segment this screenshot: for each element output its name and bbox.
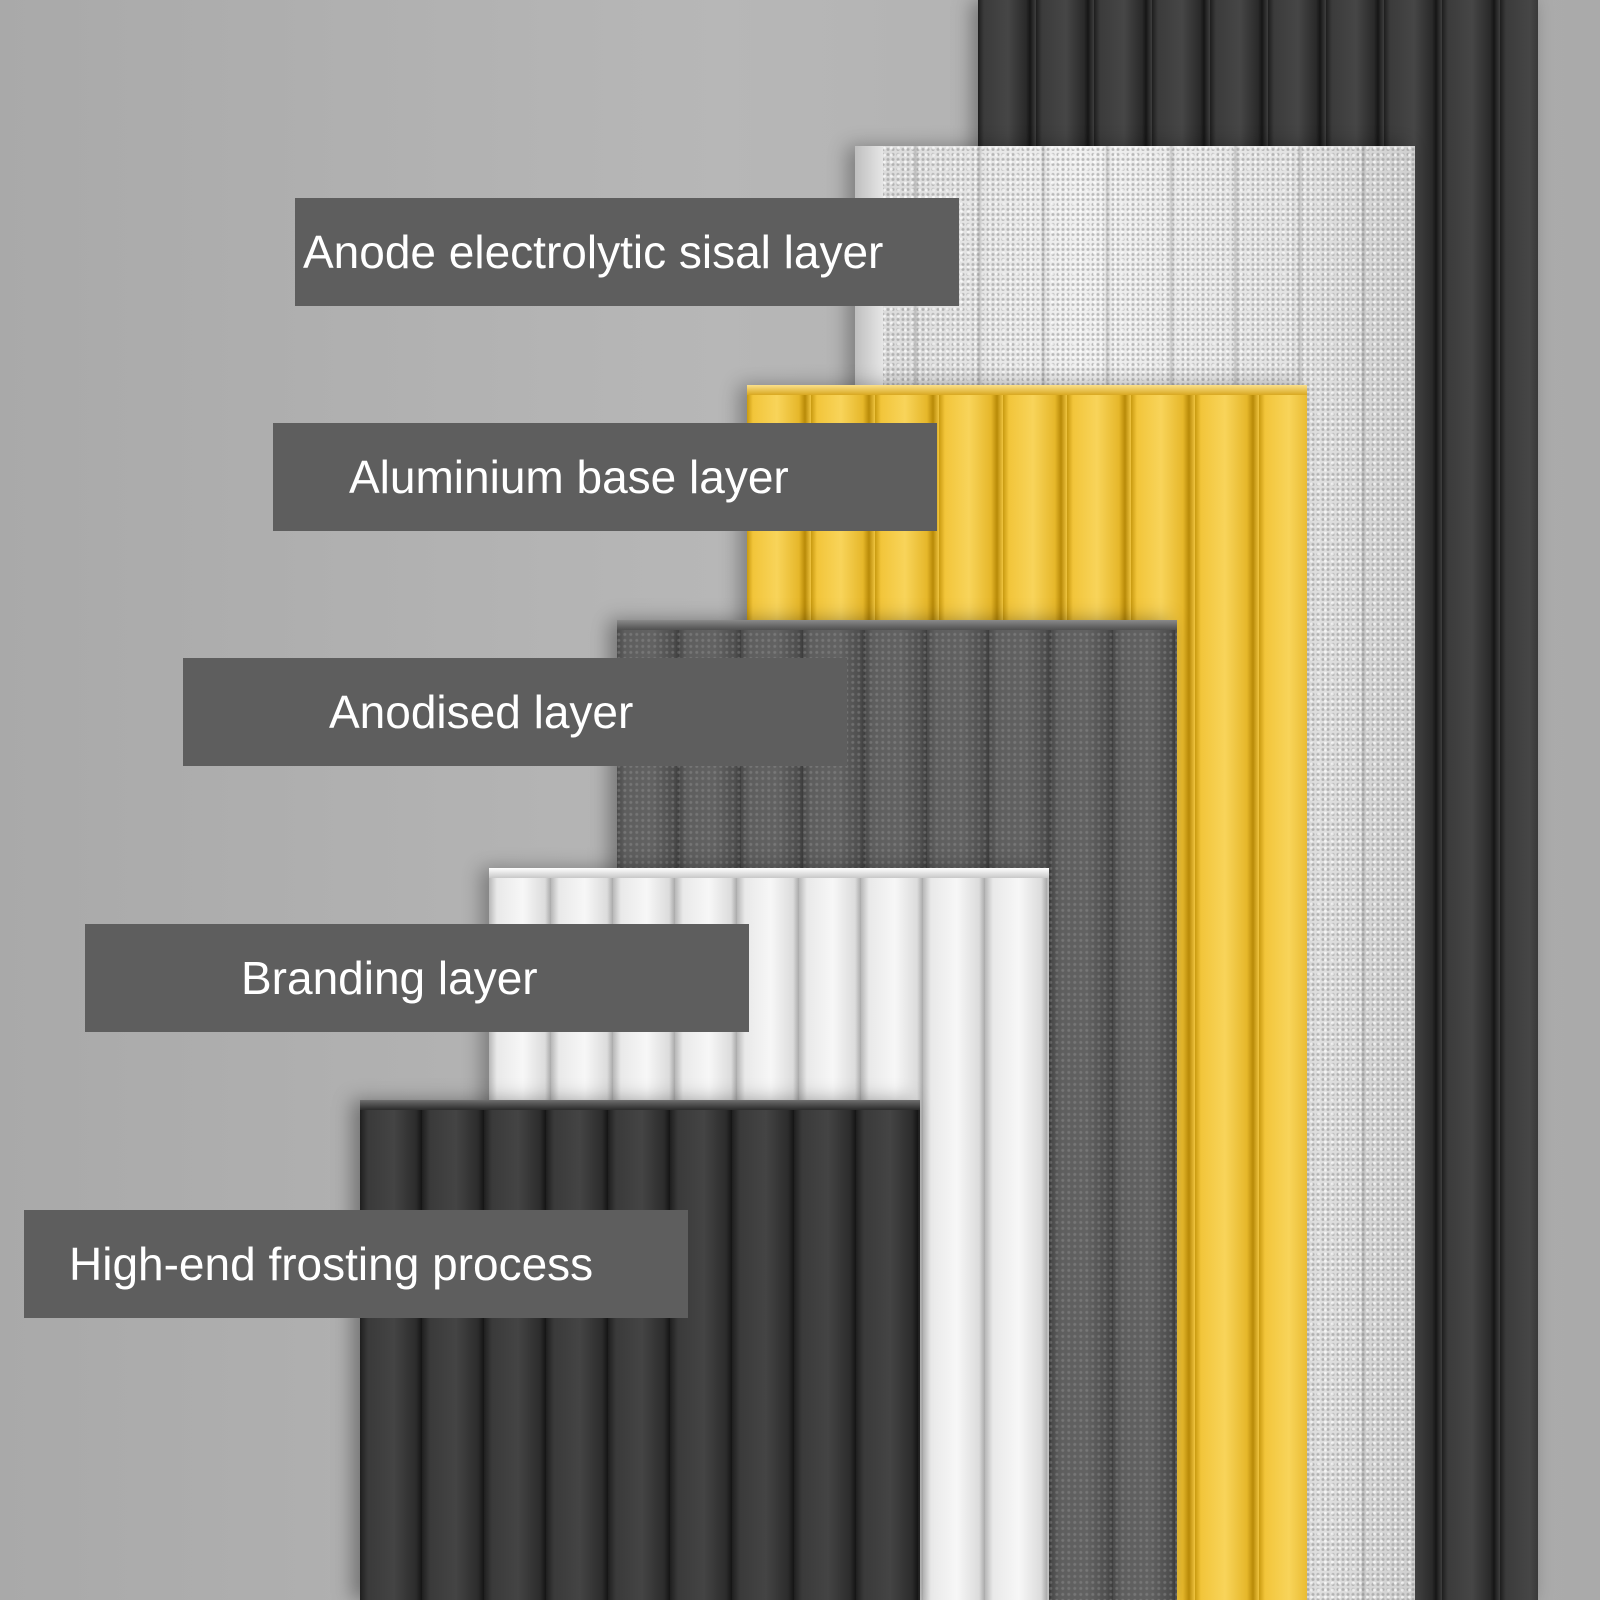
label-sisal-layer: Anode electrolytic sisal layer [295, 198, 959, 306]
label-anodised-layer: Anodised layer [183, 658, 847, 766]
label-aluminium-base-layer: Aluminium base layer [273, 423, 937, 531]
frosting-layer-panel [360, 1100, 920, 1600]
label-frosting-process: High-end frosting process [24, 1210, 688, 1318]
label-branding-layer: Branding layer [85, 924, 749, 1032]
